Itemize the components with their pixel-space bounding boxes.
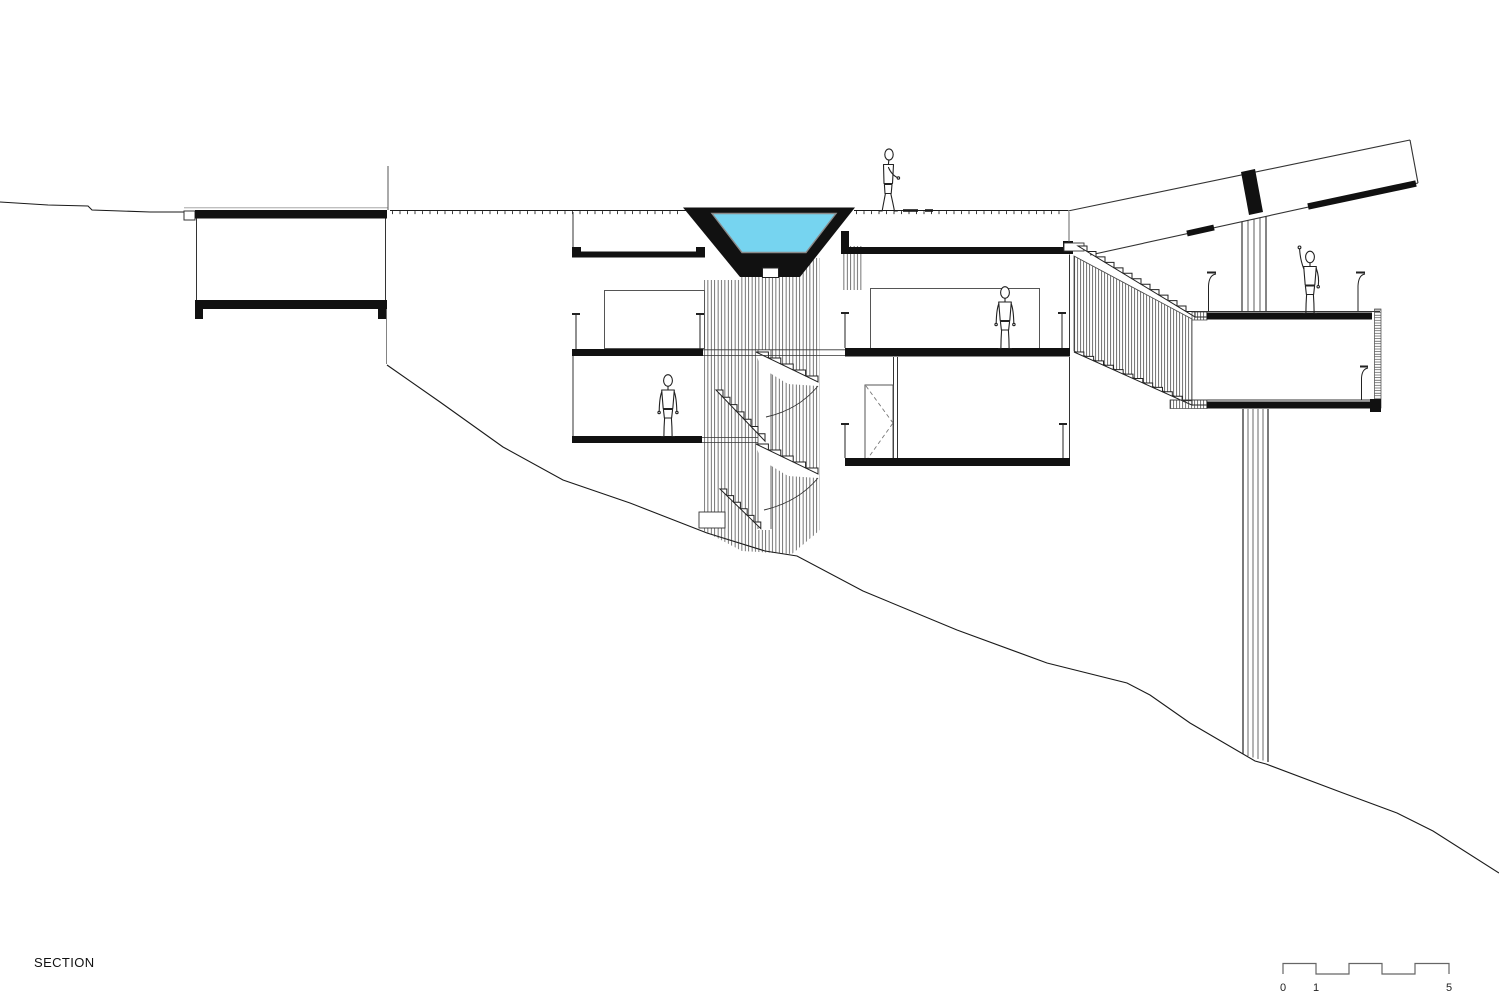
roof-canopy [1067, 139, 1419, 256]
scale-bar-line [1282, 962, 1450, 975]
scale-bar: 0 1 5 [1280, 962, 1452, 994]
pool-water [710, 212, 838, 254]
roof-edge-detail [183, 210, 196, 221]
terrain [0, 201, 1499, 874]
structural-mast-cut [1241, 169, 1263, 215]
upper-terrace-slab [1207, 312, 1372, 320]
balustrade-post [572, 313, 704, 349]
scale-label-1: 1 [1313, 982, 1319, 994]
right-rooms [841, 231, 1073, 466]
lower-floor-slab [572, 436, 702, 443]
pool [683, 207, 855, 278]
terrace-platforms [1169, 271, 1382, 412]
figure-terrace [1297, 245, 1320, 314]
pool-deck [390, 209, 1068, 215]
spiral-rail-lower [763, 477, 819, 511]
roof-end-cap [1409, 139, 1419, 184]
left-pavilion [183, 166, 389, 364]
stair-balustrade-screen [1073, 255, 1193, 405]
door-swing [865, 385, 894, 424]
terrace-lamps [1207, 271, 1369, 400]
spiral-flight-lower [755, 443, 819, 475]
pool-drain-notch [762, 267, 779, 278]
figure-pool-deck [878, 148, 901, 212]
edge-screen [1374, 308, 1382, 409]
lower-floor-slab [845, 458, 1070, 466]
ceiling-slab [572, 251, 705, 258]
roof-slab [195, 210, 387, 219]
floor-slab [195, 300, 386, 309]
spiral-flight-middle [714, 389, 766, 443]
upper-flight [1076, 245, 1196, 318]
support-pillar [1242, 409, 1269, 762]
roof-beam-black-1 [1186, 224, 1215, 237]
right-staircase [1063, 242, 1207, 406]
grade-line-left [0, 201, 195, 213]
figure-mid-right-room [994, 286, 1016, 350]
spiral-rail-upper [765, 385, 819, 418]
balustrade-posts [841, 312, 1067, 458]
hillside-line [386, 364, 1499, 874]
drawing-title: SECTION [34, 955, 95, 970]
lower-landing [1169, 399, 1208, 409]
scale-label-0: 0 [1280, 982, 1286, 994]
scale-label-5: 5 [1446, 982, 1452, 994]
stair-base-landing [698, 511, 726, 529]
upper-floor-slab [572, 349, 703, 356]
clerestory-window [604, 290, 705, 349]
mid-floor-slab [845, 348, 1070, 357]
roof-beam-black-2 [1307, 180, 1417, 210]
door [864, 384, 894, 463]
ceiling-slab [841, 247, 1070, 254]
spiral-flight-bottom [718, 488, 762, 530]
left-rooms [572, 212, 845, 443]
lower-terrace-slab [1207, 401, 1370, 409]
roof-top-edge [1067, 139, 1411, 212]
slat-screen-right [842, 246, 862, 290]
figure-lower-left-room [657, 374, 679, 438]
mast-columns-upper [1241, 216, 1267, 312]
slab-end-block [1370, 399, 1381, 412]
